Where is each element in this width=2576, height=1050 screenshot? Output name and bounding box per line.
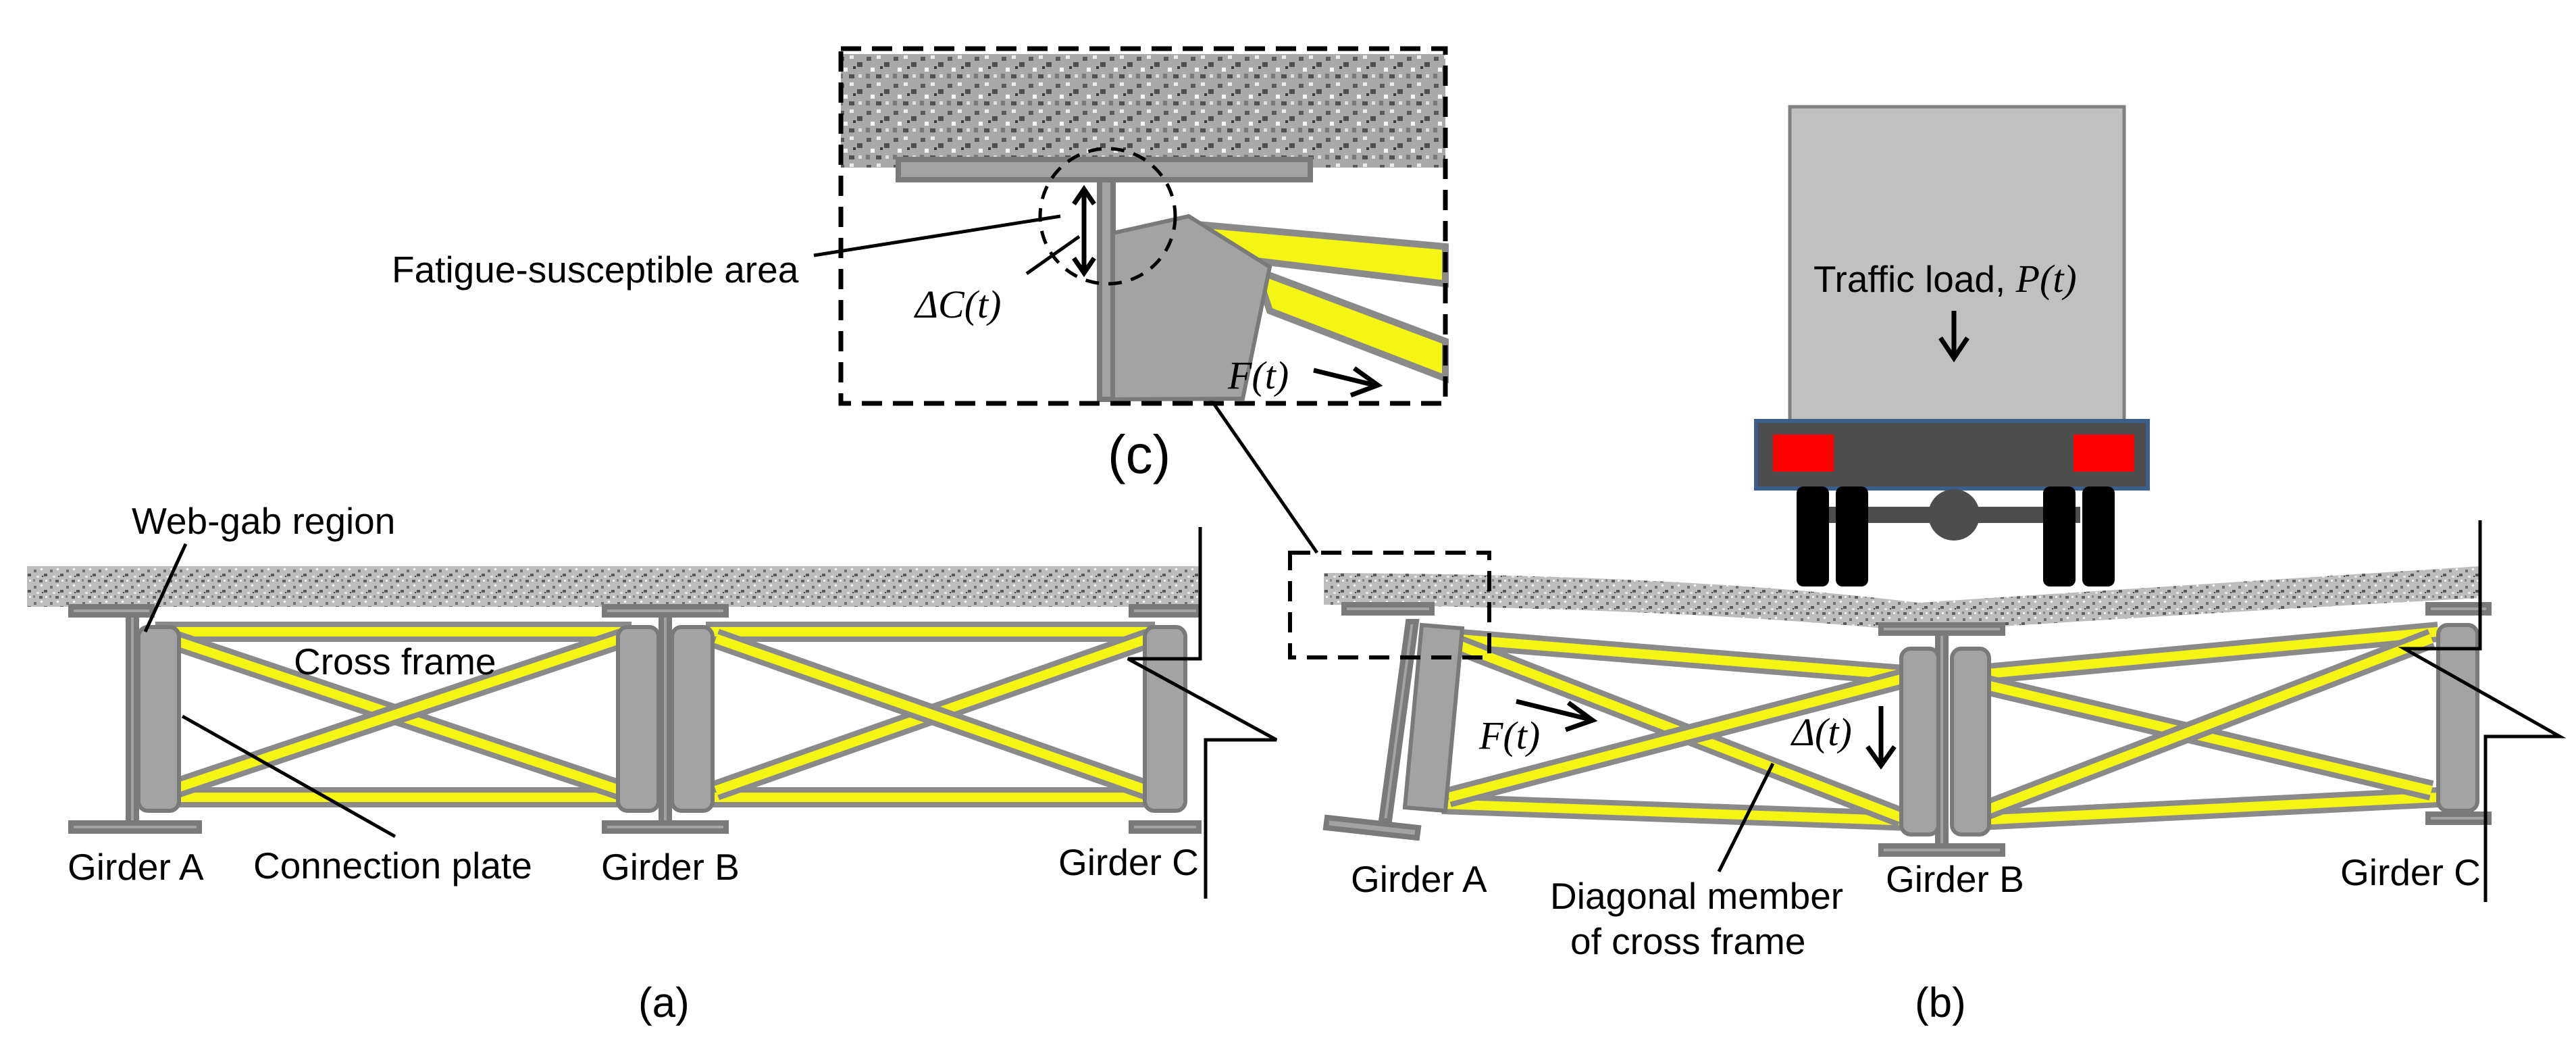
- girder-c-label-b: Girder C: [2340, 851, 2481, 893]
- tail-light-right-icon: [2073, 434, 2134, 472]
- deck-slab-b: [1324, 566, 2480, 632]
- truck: [1754, 105, 2150, 586]
- diagonal-member-label-2: of cross frame: [1570, 920, 1805, 962]
- deck-slab-a: [27, 566, 1199, 607]
- girder-a-steel: [68, 604, 202, 834]
- connection-plate-label: Connection plate: [253, 845, 532, 886]
- girder-b-steel-b: [1878, 622, 2005, 857]
- girder-c-steel: [1127, 527, 1278, 899]
- axle-hub-icon: [1928, 489, 1980, 541]
- panel-b-label: (b): [1915, 980, 1966, 1026]
- gap-change-label: ΔC(t): [914, 282, 1001, 326]
- girder-b-steel: [602, 604, 729, 834]
- force-arrow-detail-icon: [1313, 366, 1383, 398]
- wheel-icon: [2082, 486, 2115, 586]
- connection-plate-a: [136, 625, 181, 813]
- gap-change-arrow-icon: [1072, 184, 1096, 278]
- wheel-icon: [2043, 486, 2076, 586]
- cross-frame-a-bay1: [155, 622, 632, 807]
- force-label-c: F(t): [1227, 353, 1289, 397]
- girder-a-label-b: Girder A: [1351, 858, 1487, 900]
- section-break-line-b: [2398, 520, 2567, 902]
- cross-frame-b-bay2: [1964, 622, 2440, 831]
- deflection-arrow-icon: [1865, 706, 1897, 770]
- leader-diagonal-member: [1717, 762, 1775, 873]
- panel-c-detail: Fatigue-susceptible area ΔC(t) F(t) (c): [392, 46, 1491, 659]
- section-break-line-a: [1127, 527, 1278, 899]
- girder-b-label-a: Girder B: [601, 846, 740, 888]
- diagonal-member-label-1: Diagonal member: [1550, 875, 1843, 917]
- panel-a: Web-gab region Cross frame Connection pl…: [27, 500, 1278, 1026]
- fatigue-circle: [1038, 147, 1177, 286]
- girder-c-steel-b: [2398, 520, 2567, 902]
- cross-frame-a-bay2: [706, 622, 1155, 807]
- cross-frame-label: Cross frame: [294, 641, 496, 682]
- web-gap-label: Web-gab region: [132, 500, 395, 542]
- cross-frame-b-bay1: [1441, 628, 1913, 831]
- leader-connection-plate: [181, 714, 396, 839]
- tail-light-left-icon: [1773, 434, 1834, 472]
- panel-b: Traffic load, P(t) F(t) Δ(t) Diagonal me…: [1322, 105, 2567, 1026]
- detail-deck: [841, 54, 1445, 168]
- girder-a-label-a: Girder A: [68, 846, 204, 888]
- girder-b-label-b: Girder B: [1886, 858, 2024, 900]
- girder-c-label-a: Girder C: [1058, 841, 1199, 883]
- girder-a-steel-b: [1322, 602, 1465, 841]
- deflection-label: Δ(t): [1791, 710, 1852, 754]
- fatigue-area-label: Fatigue-susceptible area: [392, 249, 799, 291]
- zoom-connector-line: [1204, 391, 1319, 554]
- traffic-load-label: Traffic load, P(t): [1813, 257, 2077, 301]
- leader-gap-change: [1025, 234, 1081, 276]
- wheel-icon: [1836, 486, 1868, 586]
- panel-a-label: (a): [638, 980, 690, 1026]
- zoom-box-b: [1288, 551, 1491, 659]
- leader-web-gap: [143, 543, 188, 633]
- load-arrow-icon: [1938, 311, 1969, 363]
- panel-c-label: (c): [1108, 424, 1170, 484]
- detail-frame: [838, 46, 1448, 406]
- force-label-b: F(t): [1478, 714, 1540, 757]
- wheel-icon: [1797, 486, 1829, 586]
- leader-fatigue-area: [813, 214, 1061, 257]
- truck-box: [1788, 105, 2126, 423]
- force-arrow-icon: [1516, 699, 1598, 732]
- detail-top-flange: [896, 157, 1313, 182]
